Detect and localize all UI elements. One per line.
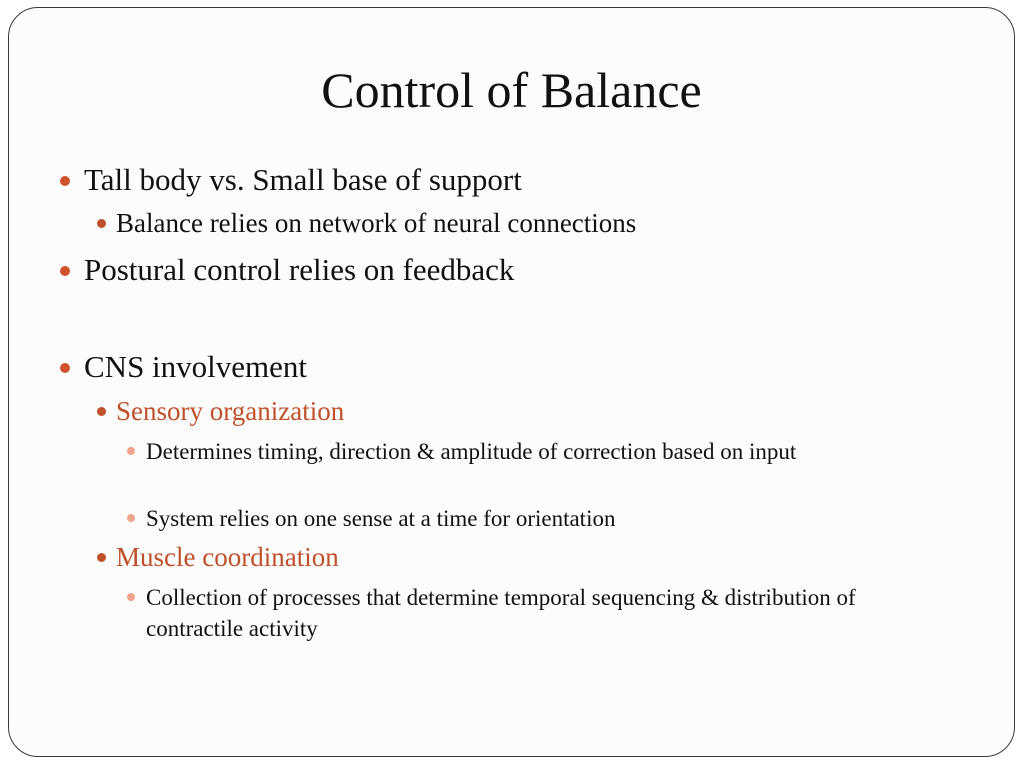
bullet-dot-icon (60, 176, 70, 186)
bullet-text: Muscle coordination (116, 542, 339, 572)
bullet-text: Collection of processes that determine t… (146, 585, 856, 641)
slide-content: Tall body vs. Small base of support Bala… (9, 8, 1014, 756)
bullet-dot-icon (127, 593, 135, 601)
bullet-text: CNS involvement (84, 349, 308, 384)
bullet-text: Sensory organization (116, 396, 345, 426)
bullet-text: Balance relies on network of neural conn… (116, 208, 637, 238)
slide: Control of Balance Tall body vs. Small b… (8, 7, 1015, 757)
bullet-level1-cns-involvement: CNS involvement (60, 349, 964, 385)
bullet-level2-sensory-organization: Sensory organization (97, 395, 976, 427)
bullet-level2-balance-relies: Balance relies on network of neural conn… (97, 207, 976, 239)
bullet-text: Tall body vs. Small base of support (84, 162, 522, 197)
bullet-dot-icon (97, 219, 106, 228)
bullet-level3-system-relies: System relies on one sense at a time for… (127, 503, 946, 534)
bullet-level3-determines-timing: Determines timing, direction & amplitude… (127, 436, 906, 467)
bullet-dot-icon (97, 553, 106, 562)
bullet-dot-icon (60, 363, 70, 373)
bullet-dot-icon (60, 266, 70, 276)
bullet-level3-collection-of-processes: Collection of processes that determine t… (127, 582, 886, 644)
bullet-level1-tall-body: Tall body vs. Small base of support (60, 162, 964, 198)
bullet-dot-icon (127, 514, 135, 522)
bullet-level2-muscle-coordination: Muscle coordination (97, 541, 976, 573)
bullet-text: Postural control relies on feedback (84, 252, 515, 287)
bullet-dot-icon (127, 447, 135, 455)
slide-title: Control of Balance (321, 62, 702, 118)
bullet-text: System relies on one sense at a time for… (146, 506, 616, 531)
bullet-level1-postural-control: Postural control relies on feedback (60, 252, 964, 288)
bullet-text: Determines timing, direction & amplitude… (146, 439, 797, 464)
bullet-dot-icon (97, 407, 106, 416)
